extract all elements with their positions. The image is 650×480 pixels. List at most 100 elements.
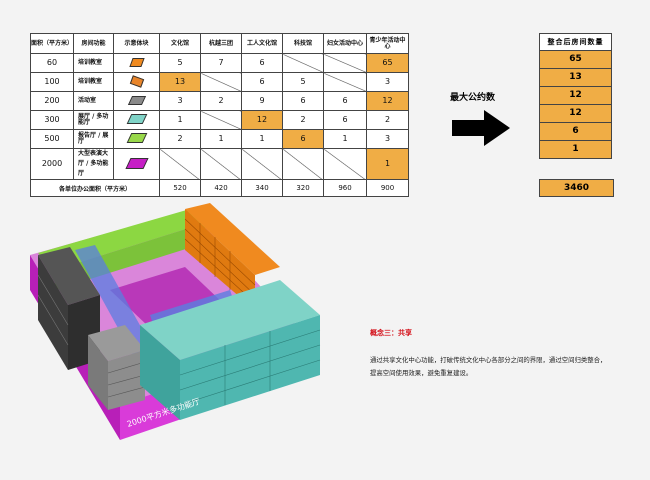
header-youth-center: 青少年活动中心 — [366, 33, 409, 54]
value-cell: 5 — [159, 53, 201, 73]
dark-stack-top — [38, 247, 100, 305]
header-science-museum: 科技馆 — [282, 33, 324, 54]
empty-cell — [282, 53, 324, 73]
value-cell: 9 — [241, 91, 283, 111]
teal-block-left — [140, 325, 180, 420]
value-cell: 65 — [366, 53, 409, 73]
empty-cell — [200, 148, 242, 181]
block-swatch-cell — [113, 91, 160, 111]
value-cell: 1 — [159, 110, 201, 130]
total-row: 各单位办公面积（平方米） 520 420 340 320 960 900 — [30, 179, 409, 197]
gcd-label: 最大公约数 — [450, 93, 496, 103]
table-row: 2000 大型表演大厅 / 多功能厅 1 — [30, 148, 409, 181]
table-row: 100 培训教室 13 6 5 3 — [30, 72, 409, 92]
function-cell: 报告厅 / 展厅 — [73, 129, 114, 149]
area-cell: 100 — [30, 72, 74, 92]
value-cell: 3 — [159, 91, 201, 111]
value-cell: 3 — [366, 72, 409, 92]
value-cell: 12 — [366, 91, 409, 111]
header-function: 房间功能 — [73, 33, 114, 54]
dark-stack-face — [38, 255, 68, 370]
empty-cell — [323, 53, 367, 73]
value-cell: 1 — [366, 148, 409, 181]
total-cell: 340 — [241, 179, 283, 197]
massing-diagram: 2000平方米多功能厅 — [30, 203, 321, 440]
empty-cell — [323, 148, 367, 181]
teal-block-lines — [179, 329, 321, 406]
empty-cell — [241, 148, 283, 181]
area-cell: 60 — [30, 53, 74, 73]
function-cell: 大型表演大厅 / 多功能厅 — [73, 148, 114, 181]
green-block-icon — [126, 133, 147, 143]
value-cell: 1 — [200, 129, 242, 149]
empty-cell — [323, 72, 367, 92]
gray-block-icon — [127, 95, 146, 105]
total-cell: 520 — [159, 179, 201, 197]
value-cell: 7 — [200, 53, 242, 73]
total-cell: 320 — [282, 179, 324, 197]
value-cell: 2 — [200, 91, 242, 111]
empty-cell — [200, 72, 242, 92]
orange-block-icon — [128, 57, 145, 67]
table-header-row: 面积（平方米） 房间功能 示意体块 文化馆 杭越三团 工人文化馆 科技馆 妇女活… — [30, 33, 409, 54]
value-cell: 6 — [323, 91, 367, 111]
concept-title: 概念三：共享 — [370, 329, 412, 337]
orange-block-icon — [129, 74, 144, 88]
area-cell: 500 — [30, 129, 74, 149]
value-cell: 6 — [282, 91, 324, 111]
header-area: 面积（平方米） — [30, 33, 74, 54]
integrated-header: 整合后房间数量 — [539, 33, 612, 51]
block-swatch-cell — [113, 110, 160, 130]
value-cell: 1 — [323, 129, 367, 149]
header-hangyue-troupe: 杭越三团 — [200, 33, 242, 54]
value-cell: 6 — [241, 53, 283, 73]
table-row: 300 展厅 / 多功能厅 1 12 2 6 2 — [30, 110, 409, 130]
integrated-cell: 6 — [539, 123, 612, 141]
table-row: 60 培训教室 5 7 6 65 — [30, 53, 409, 73]
empty-cell — [200, 110, 242, 130]
header-culture-hall: 文化馆 — [159, 33, 201, 54]
gray-stack-face — [88, 335, 108, 410]
orange-stack-lines — [184, 218, 256, 304]
orange-stack-face — [185, 209, 255, 310]
integrated-cell: 12 — [539, 105, 612, 123]
room-count-table: 面积（平方米） 房间功能 示意体块 文化馆 杭越三团 工人文化馆 科技馆 妇女活… — [30, 33, 409, 181]
function-cell: 培训教室 — [73, 53, 114, 73]
header-block: 示意体块 — [113, 33, 160, 54]
integrated-cell: 65 — [539, 51, 612, 69]
teal-block-icon — [126, 114, 147, 124]
empty-cell — [159, 148, 201, 181]
block-swatch-cell — [113, 129, 160, 149]
total-cell: 960 — [323, 179, 367, 197]
magenta-block-icon — [124, 157, 149, 169]
gray-stack-top — [88, 325, 145, 361]
function-cell: 培训教室 — [73, 72, 114, 92]
value-cell: 6 — [241, 72, 283, 92]
teal-block-top — [140, 280, 320, 360]
value-cell: 6 — [282, 129, 324, 149]
integrated-cell: 1 — [539, 141, 612, 159]
header-women-center: 妇女活动中心 — [323, 33, 367, 54]
office-area-table: 各单位办公面积（平方米） 520 420 340 320 960 900 — [30, 179, 409, 197]
value-cell: 3 — [366, 129, 409, 149]
total-label: 各单位办公面积（平方米） — [30, 179, 160, 197]
table-row: 500 报告厅 / 展厅 2 1 1 6 1 3 — [30, 129, 409, 149]
value-cell: 6 — [323, 110, 367, 130]
area-cell: 200 — [30, 91, 74, 111]
function-cell: 活动室 — [73, 91, 114, 111]
integrated-room-column: 整合后房间数量 65 13 12 12 6 1 — [539, 33, 612, 159]
header-workers-culture-hall: 工人文化馆 — [241, 33, 283, 54]
value-cell: 2 — [159, 129, 201, 149]
block-swatch-cell — [113, 53, 160, 73]
integrated-cell: 13 — [539, 69, 612, 87]
empty-cell — [282, 148, 324, 181]
function-cell: 展厅 / 多功能厅 — [73, 110, 114, 130]
integrated-cell: 12 — [539, 87, 612, 105]
area-cell: 2000 — [30, 148, 74, 181]
block-swatch-cell — [113, 72, 160, 92]
block-swatch-cell — [113, 148, 160, 181]
value-cell: 1 — [241, 129, 283, 149]
total-cell: 420 — [200, 179, 242, 197]
dark-stack-lines — [37, 274, 69, 346]
total-cell: 900 — [366, 179, 409, 197]
